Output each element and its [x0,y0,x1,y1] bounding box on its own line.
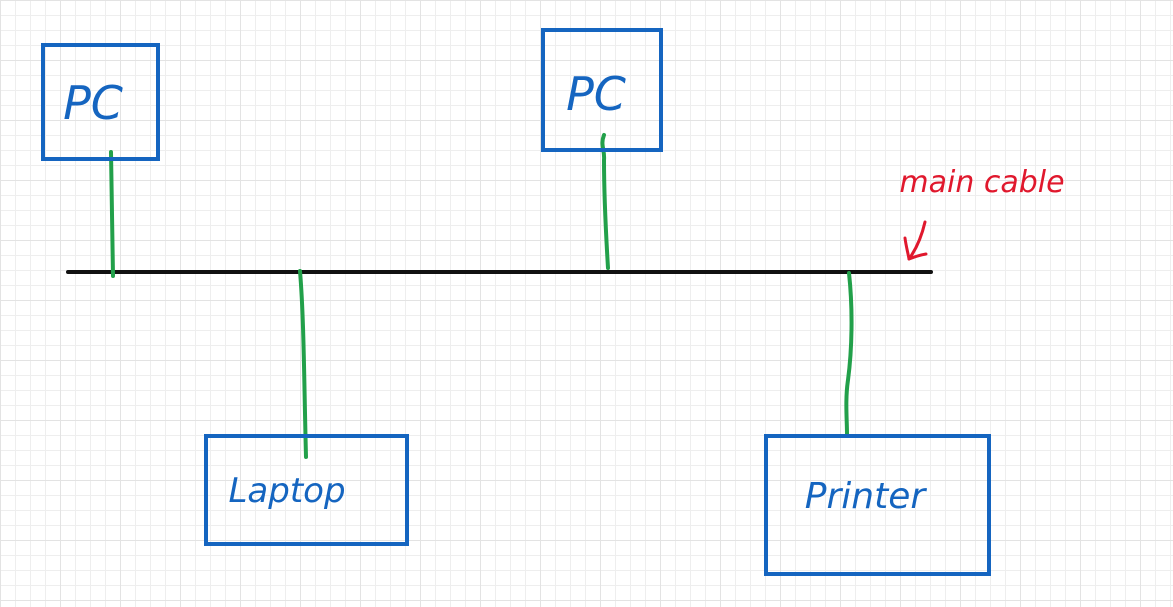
printer-node: Printer [764,434,991,576]
pc-1-label: PC [63,76,123,130]
pc-2-node: PC [541,28,663,152]
laptop-box [204,434,409,546]
main-cable-label: main cable [899,165,1064,200]
pc-1-drop-line [109,150,115,278]
pc-1-box [41,43,160,161]
laptop-label: Laptop [228,471,345,511]
pc-2-box [541,28,663,152]
pc-1-node: PC [41,43,160,161]
printer-label: Printer [805,476,928,517]
pc-2-label: PC [566,67,626,121]
printer-box [764,434,991,576]
laptop-node: Laptop [204,434,409,546]
annotation-arrow-icon [903,220,928,261]
laptop-drop-line [298,269,308,459]
pc-2-drop-line [600,133,610,270]
printer-drop-line [844,271,854,436]
main-cable-annotation: main cable [899,165,1065,261]
